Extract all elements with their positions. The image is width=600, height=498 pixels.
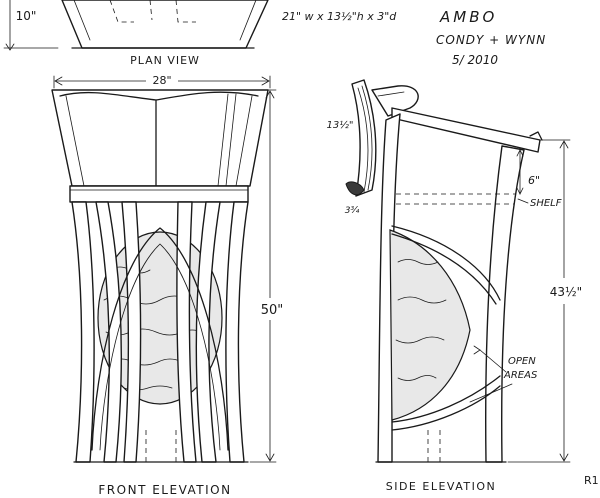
book-rest: 13½" 3¾	[326, 79, 419, 216]
overall-size-note: 21" w x 13½"h x 3"d	[282, 10, 397, 23]
plan-depth-dimension: 10"	[16, 9, 37, 23]
side-height-dimension: 43½"	[550, 285, 582, 299]
makers-name: CONDY + WYNN	[436, 33, 546, 47]
shelf-label: SHELF	[530, 198, 562, 209]
front-height-dimension: 50"	[261, 303, 284, 318]
open-areas-label: OPEN AREAS	[503, 356, 539, 381]
front-elevation: 50" FRONT ELEVATION	[51, 89, 284, 497]
sheet-reference: R1	[584, 474, 599, 487]
front-width-dimension: 28"	[53, 73, 271, 89]
plan-view-label: PLAN VIEW	[130, 54, 200, 67]
project-title: AMBO	[439, 8, 497, 26]
shelf-drop-dimension: 6"	[528, 174, 540, 187]
title-block: 21" w x 13½"h x 3"d AMBO CONDY + WYNN 5/…	[282, 8, 546, 67]
plan-view: 10" PLAN VIEW	[3, 0, 269, 67]
front-elevation-label: FRONT ELEVATION	[98, 483, 231, 497]
width-dimension-label: 28"	[152, 74, 171, 87]
drawing-date: 5/ 2010	[452, 53, 498, 67]
book-rest-height-dimension: 13½"	[326, 119, 353, 131]
book-rest-depth-dimension: 3¾	[345, 206, 360, 216]
side-elevation: 13½" 3¾ 6" SHELF OPEN AREAS	[326, 79, 582, 493]
side-elevation-label: SIDE ELEVATION	[386, 480, 497, 493]
